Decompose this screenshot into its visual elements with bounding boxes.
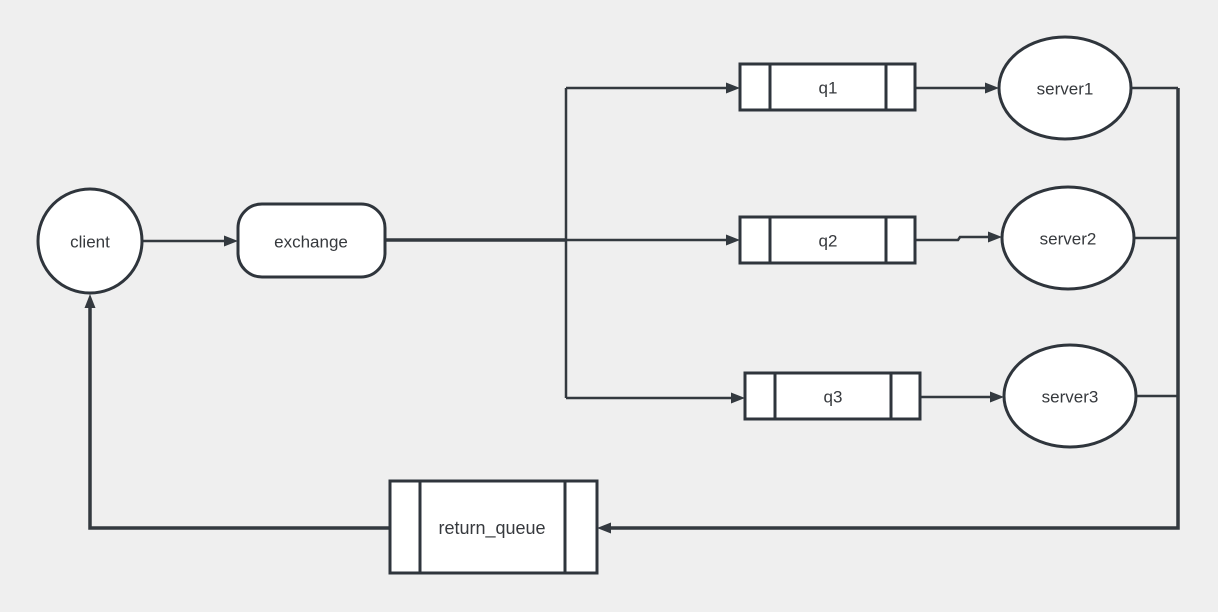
- node-label: server3: [1042, 387, 1099, 406]
- server-ellipse: [997, 35, 1133, 141]
- node-label: server2: [1040, 229, 1097, 248]
- node-client: client: [36, 187, 144, 295]
- arrowhead-icon: [84, 294, 96, 308]
- client-circle: [36, 187, 144, 295]
- loop-line: [609, 88, 1180, 530]
- edge-exchange-fanout: [385, 88, 568, 398]
- edge-exchange-q3: [566, 392, 745, 404]
- node-return-queue: return_queue: [388, 479, 599, 575]
- edge-return-queue-client: [84, 294, 390, 530]
- node-label: client: [70, 232, 110, 251]
- node-label: return_queue: [438, 518, 545, 539]
- node-label: q2: [819, 231, 838, 250]
- node-q1: q1: [738, 62, 917, 112]
- edge-client-exchange: [142, 235, 238, 247]
- arrowhead-icon: [985, 82, 999, 94]
- arrowhead-icon: [726, 82, 740, 94]
- edge-q2-server2: [915, 231, 1002, 243]
- node-label: q1: [819, 78, 838, 97]
- node-label: exchange: [274, 232, 348, 251]
- edge-servers-return-queue: [597, 86, 1180, 534]
- edge-exchange-q1: [566, 82, 740, 94]
- arrowhead-icon: [988, 231, 1002, 243]
- arrowhead-icon: [224, 235, 238, 247]
- edge-exchange-q2: [566, 234, 740, 246]
- arrowhead-icon: [990, 391, 1004, 403]
- node-q3: q3: [743, 371, 922, 421]
- edge-q1-server1: [915, 82, 999, 94]
- edge-q3-server3: [920, 391, 1004, 403]
- node-q2: q2: [738, 215, 917, 265]
- node-server3: server3: [1002, 343, 1138, 449]
- server-ellipse: [1002, 343, 1138, 449]
- server-ellipse: [1000, 185, 1136, 291]
- edge-line: [88, 306, 390, 530]
- node-exchange: exchange: [236, 202, 387, 279]
- exchange-rect: [236, 202, 387, 279]
- arrowhead-icon: [597, 522, 611, 534]
- node-label: server1: [1037, 79, 1094, 98]
- arrowhead-icon: [731, 392, 745, 404]
- edge-line: [915, 235, 990, 242]
- node-label: q3: [824, 387, 843, 406]
- node-server1: server1: [997, 35, 1133, 141]
- arrowhead-icon: [726, 234, 740, 246]
- queue-rect: [388, 479, 599, 575]
- node-server2: server2: [1000, 185, 1136, 291]
